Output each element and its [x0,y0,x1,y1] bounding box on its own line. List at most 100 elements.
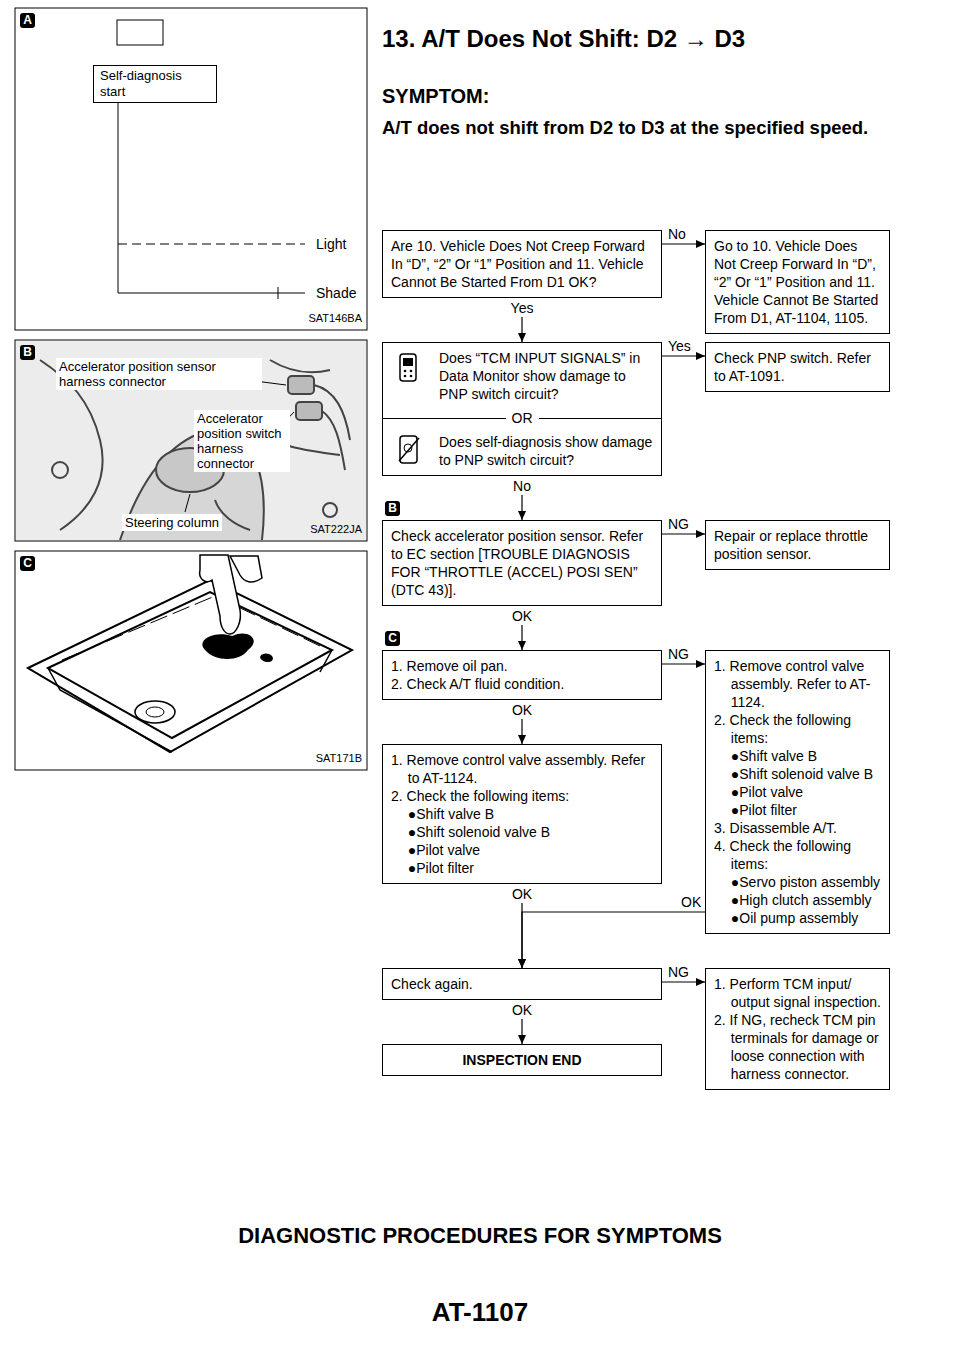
edge-label: NG [666,645,691,663]
flow-arrow [662,663,705,664]
flow-arrow [662,981,705,982]
box-text: Are 10. Vehicle Does Not Creep Forward I… [391,237,653,291]
edge-label: NG [666,515,691,533]
signal-line [118,101,119,293]
shade-line [118,293,305,294]
hand [200,555,262,634]
leader-lines [185,381,294,512]
edge-label: No [666,225,688,243]
box-text: Check again. [391,975,653,993]
flow-arrow [662,355,705,356]
screen-box [117,20,163,45]
box-text: ●High clutch assembly [714,891,881,909]
figure-code: SAT222JA [262,522,362,536]
box-text: Does self-diagnosis show damage to PNP s… [439,433,653,469]
figure-tag: C [385,631,400,646]
action-box: INSPECTION END [382,1044,662,1076]
edge-label: OK [510,1001,534,1019]
box-text: Repair or replace throttle position sens… [714,527,881,563]
text-label: SYMPTOM: [382,84,489,108]
part-label: Accelerator position sensor harness conn… [56,358,262,390]
box-text: ●Pilot valve [714,783,881,801]
panel-frame [15,8,367,330]
flow-arrow [521,625,522,650]
box-text: 3. Disassemble A/T. [714,819,881,837]
action-box: Check PNP switch. Refer to AT-1091. [705,342,890,392]
text-label: Shade [316,284,356,302]
action-box: 1. Remove control valve assembly. Refer … [705,650,890,934]
panel-frame [15,340,367,541]
figure-tag: B [385,501,400,516]
box-text: ●Servo piston assembly [714,873,881,891]
box-text: 2. Check the following items: [391,787,653,805]
part-label: Accelerator position switch harness conn… [194,410,290,472]
box-text: 1. Remove control valve assembly. Refer … [391,751,653,787]
flow-arrow [521,317,522,342]
figure-code: SAT171B [262,751,362,765]
box-text: ●Shift valve B [714,747,881,765]
box-text: 2. If NG, recheck TCM pin terminals for … [714,1011,881,1083]
text-label: A/T does not shift from D2 to D3 at the … [382,116,952,140]
box-text: 1. Perform TCM input/ output signal insp… [714,975,881,1011]
edge-label: No [511,477,533,495]
oil-pan [28,580,352,752]
fluid-deposit [260,653,273,662]
flow-arrow [521,495,522,520]
box-text: ●Oil pump assembly [714,909,881,927]
figure-tag: A [20,13,35,28]
screen-box: Self-diagnosis start [93,65,217,103]
flow-arrow [521,719,522,744]
decision-box: 1. Remove oil pan.2. Check A/T fluid con… [382,650,662,700]
box-text: ●Pilot valve [391,841,653,859]
box-text: 4. Check the following items: [714,837,881,873]
self-diagnosis-icon [397,435,421,465]
text-label: DIAGNOSTIC PROCEDURES FOR SYMPTOMS [0,1222,960,1250]
box-text: Self-diagnosis start [100,68,210,100]
light-line [118,244,305,245]
edge-label: OK [510,885,534,903]
text-label: Light [316,235,346,253]
flow-arrow [521,1019,522,1044]
box-text: Does “TCM INPUT SIGNALS” in Data Monitor… [439,349,653,403]
photo-ground [16,341,366,540]
edge-label: OK [510,701,534,719]
box-text: 1. Remove oil pan. [391,657,653,675]
box-text: ●Pilot filter [391,859,653,877]
figure-tag: C [20,556,35,571]
flow-arrow [662,243,705,244]
page-title: 13. A/T Does Not Shift: D2 → D3 [382,24,745,54]
decision-box: Does “TCM INPUT SIGNALS” in Data Monitor… [382,342,662,476]
box-text: INSPECTION END [391,1051,653,1069]
edge-label: OK [679,893,703,911]
box-text: Check PNP switch. Refer to AT-1091. [714,349,881,385]
action-box: Repair or replace throttle position sens… [705,520,890,570]
edge-label: Yes [509,299,536,317]
box-text: ●Shift valve B [391,805,653,823]
box-text: ●Pilot filter [714,801,881,819]
figure-code: SAT146BA [262,311,362,325]
edge-label: OK [510,607,534,625]
decision-box: Check accelerator position sensor. Refer… [382,520,662,606]
action-box: 1. Perform TCM input/ output signal insp… [705,968,890,1090]
tick [278,287,279,299]
data-monitor-icon [397,353,419,383]
panel-frame [15,551,367,770]
box-text: ●Shift solenoid valve B [391,823,653,841]
edge-label: Yes [666,337,693,355]
or-divider: OR [383,409,661,427]
or-text: OR [506,409,539,427]
flow-arrow [662,533,705,534]
action-box: Go to 10. Vehicle Does Not Creep Forward… [705,230,890,334]
box-text: Check accelerator position sensor. Refer… [391,527,653,599]
edge-label: NG [666,963,691,981]
box-text: ●Shift solenoid valve B [714,765,881,783]
decision-box: Are 10. Vehicle Does Not Creep Forward I… [382,230,662,298]
box-text: 2. Check the following items: [714,711,881,747]
figure-tag: B [20,345,35,360]
fluid-deposit [202,633,253,659]
decision-box: Check again. [382,968,662,1000]
box-text: Go to 10. Vehicle Does Not Creep Forward… [714,237,881,327]
text-label: AT-1107 [0,1296,960,1328]
box-text: 2. Check A/T fluid condition. [391,675,653,693]
